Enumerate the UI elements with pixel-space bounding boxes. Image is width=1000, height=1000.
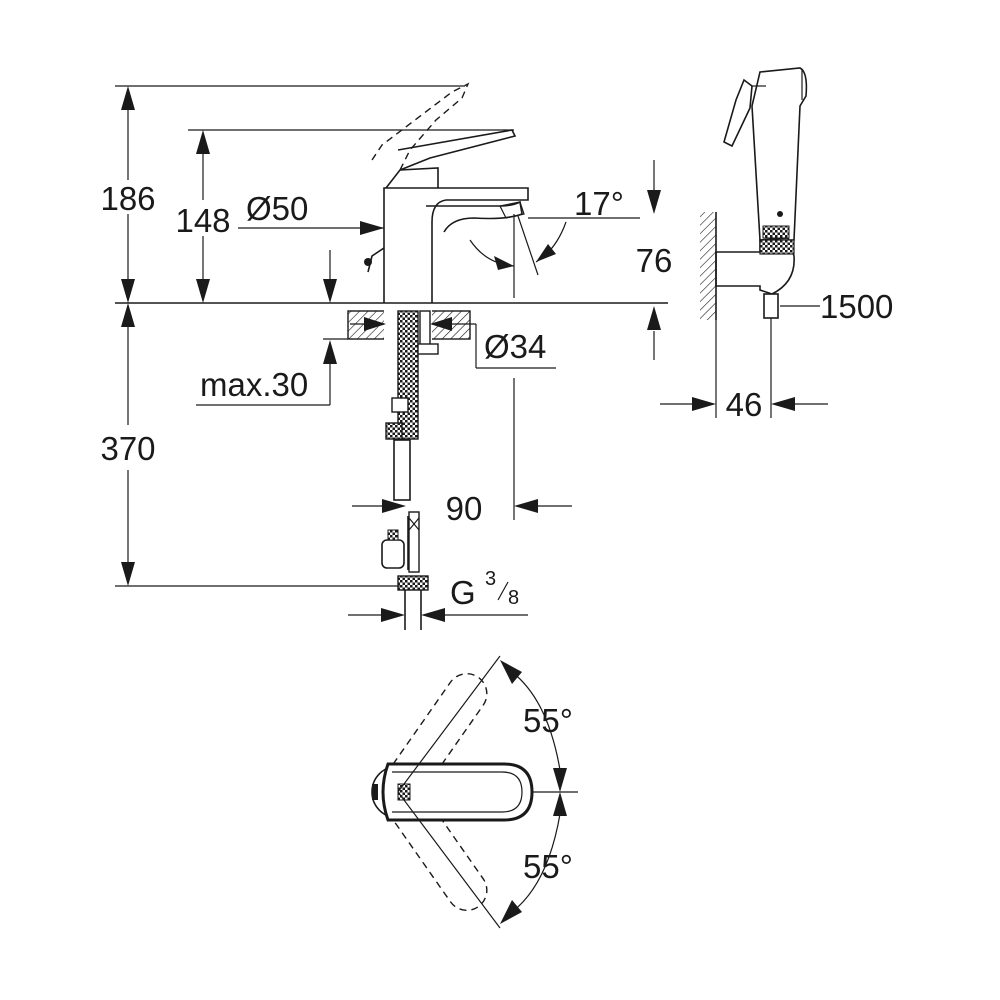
- connection-nut: [397, 575, 429, 591]
- dim-186: 186: [100, 85, 465, 303]
- dim-90: 90: [352, 378, 572, 527]
- dim-d50: Ø50: [238, 190, 384, 235]
- pop-up-rod: [367, 247, 385, 273]
- spout: [426, 200, 523, 233]
- wall-hatch: [700, 212, 716, 320]
- lever-base: [385, 167, 439, 189]
- dim-label-55-up: 55°: [523, 702, 573, 739]
- dim-label-17deg: 17°: [574, 185, 624, 222]
- dim-label-d34: Ø34: [484, 328, 546, 365]
- lever-handle: [397, 129, 517, 171]
- dim-label-g-num: 3: [485, 568, 496, 590]
- logo-mark: [397, 783, 411, 801]
- dim-17deg: 17°: [469, 185, 640, 298]
- dim-46: 46: [660, 318, 828, 423]
- dim-label-max30: max.30: [200, 366, 308, 403]
- dim-148: 148: [175, 129, 514, 303]
- dim-label-186: 186: [100, 180, 155, 217]
- aerator: [499, 201, 525, 219]
- pop-up-knob: [372, 784, 378, 800]
- hose-lower: [393, 439, 411, 501]
- dim-max30: max.30: [196, 250, 348, 406]
- dim-label-76: 76: [636, 242, 673, 279]
- supply-hose-left: [397, 310, 419, 440]
- dim-76: 76: [636, 160, 673, 360]
- mixer-side-view: [115, 82, 668, 630]
- dim-label-148: 148: [175, 202, 230, 239]
- hose-weight: [381, 539, 405, 569]
- lever-top: [381, 762, 534, 822]
- dim-label-55-down: 55°: [523, 848, 573, 885]
- dim-label-46: 46: [726, 386, 763, 423]
- dim-label-g-den: 8: [508, 587, 519, 609]
- fixing-stud: [419, 310, 431, 346]
- hand-shower-side-view: [700, 67, 808, 320]
- lever-open-outline: [371, 82, 470, 171]
- dim-label-d50: Ø50: [246, 190, 308, 227]
- lever-top-view: 55° 55°: [371, 655, 578, 929]
- dim-label-370: 370: [100, 430, 155, 467]
- dim-1500: 1500: [780, 288, 893, 325]
- dim-g38: G 3 8: [348, 568, 528, 622]
- mixer-body: [383, 187, 529, 303]
- dim-label-90: 90: [446, 490, 483, 527]
- dim-d34: Ø34: [350, 317, 556, 369]
- shower-trigger: [723, 78, 753, 148]
- dim-label-1500: 1500: [820, 288, 893, 325]
- dim-370: 370: [100, 303, 400, 587]
- rod-bar: [408, 511, 420, 573]
- hose-outlet: [763, 293, 779, 319]
- dim-label-g: G: [450, 574, 476, 611]
